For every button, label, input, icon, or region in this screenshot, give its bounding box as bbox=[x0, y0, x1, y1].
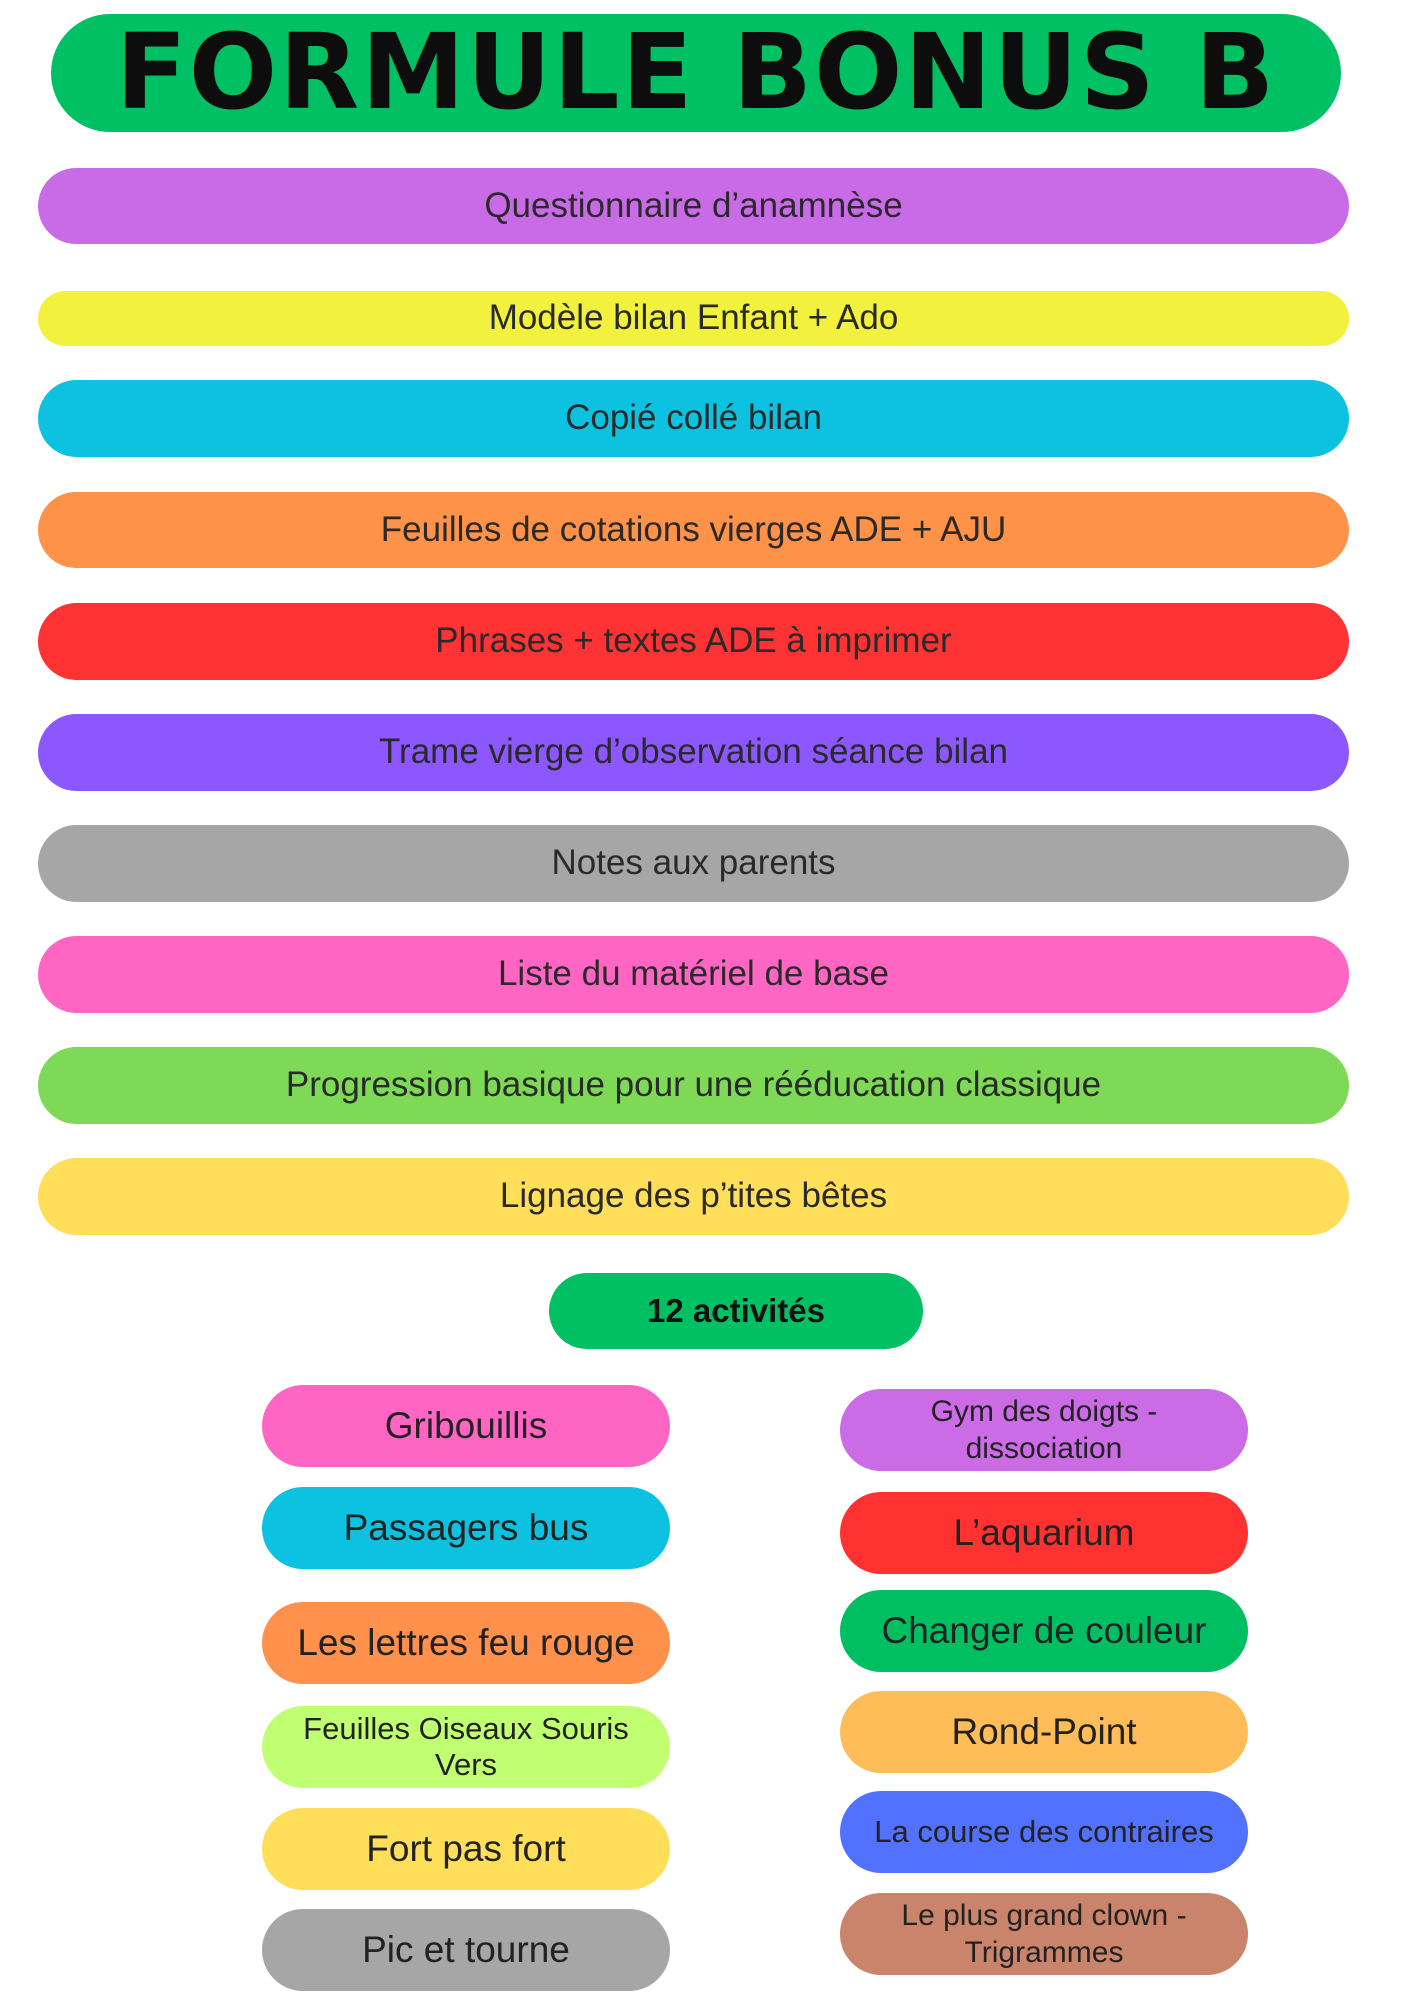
activity-lettres-feu-rouge: Les lettres feu rouge bbox=[262, 1602, 670, 1684]
item-feuilles-cotations: Feuilles de cotations vierges ADE + AJU bbox=[38, 492, 1349, 568]
activities-count-badge: 12 activités bbox=[549, 1273, 923, 1349]
item-phrases-textes: Phrases + textes ADE à imprimer bbox=[38, 603, 1349, 680]
activity-course-des-contraires: La course des contraires bbox=[840, 1791, 1248, 1873]
activity-gym-des-doigts: Gym des doigts - dissociation bbox=[840, 1389, 1248, 1471]
item-liste-materiel: Liste du matériel de base bbox=[38, 936, 1349, 1013]
activity-feuilles-oiseaux: Feuilles Oiseaux Souris Vers bbox=[262, 1706, 670, 1788]
page-title: FORMULE BONUS B bbox=[51, 12, 1341, 132]
activity-aquarium: L’aquarium bbox=[840, 1492, 1248, 1574]
item-notes-parents: Notes aux parents bbox=[38, 825, 1349, 902]
activity-changer-de-couleur: Changer de couleur bbox=[840, 1590, 1248, 1672]
item-trame-observation: Trame vierge d’observation séance bilan bbox=[38, 714, 1349, 791]
activity-fort-pas-fort: Fort pas fort bbox=[262, 1808, 670, 1890]
item-lignage: Lignage des p’tites bêtes bbox=[38, 1158, 1349, 1235]
activity-plus-grand-clown: Le plus grand clown - Trigrammes bbox=[840, 1893, 1248, 1975]
activity-gribouillis: Gribouillis bbox=[262, 1385, 670, 1467]
item-copie-colle-bilan: Copié collé bilan bbox=[38, 380, 1349, 457]
activity-pic-et-tourne: Pic et tourne bbox=[262, 1909, 670, 1991]
item-modele-bilan: Modèle bilan Enfant + Ado bbox=[38, 291, 1349, 346]
item-progression-basique: Progression basique pour une rééducation… bbox=[38, 1047, 1349, 1124]
activity-passagers-bus: Passagers bus bbox=[262, 1487, 670, 1569]
activity-rond-point: Rond-Point bbox=[840, 1691, 1248, 1773]
item-questionnaire-anamnese: Questionnaire d’anamnèse bbox=[38, 168, 1349, 244]
